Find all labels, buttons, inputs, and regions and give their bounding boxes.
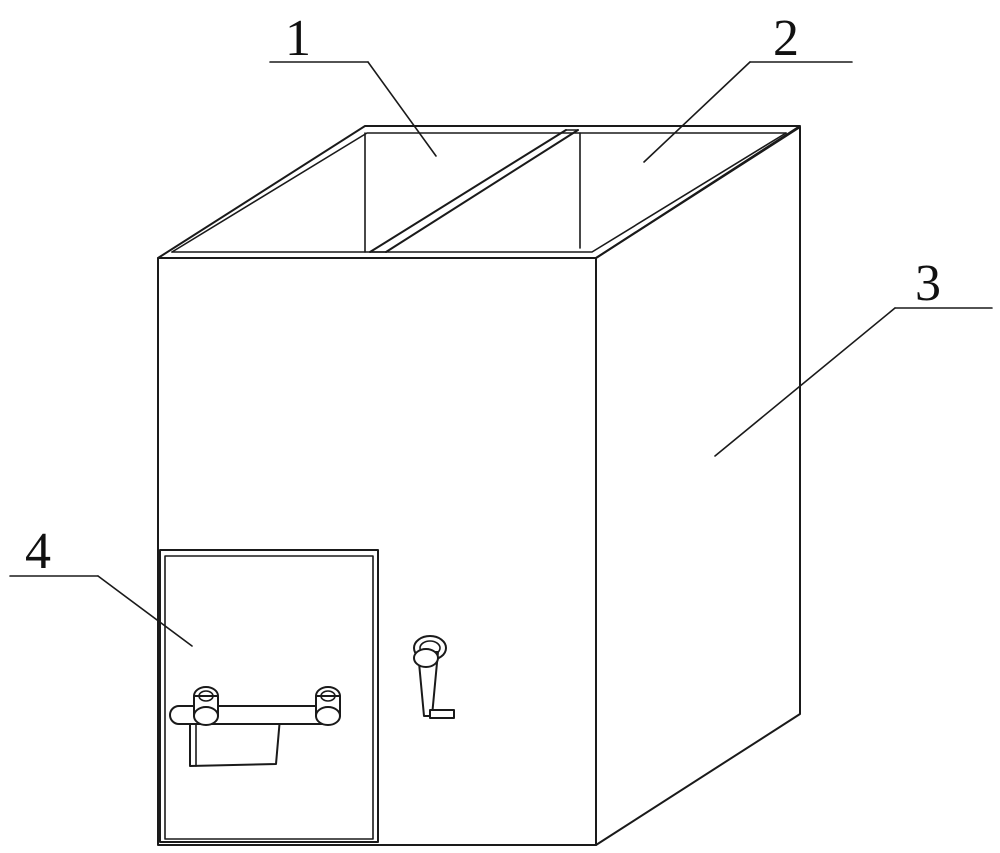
divider-edge-left [369, 129, 567, 253]
callout-labels: 1 2 3 4 [25, 10, 941, 580]
leader-4-pointer [97, 575, 193, 647]
drawer-handle [169, 686, 341, 767]
top-rim-inner-back [171, 132, 787, 253]
handle-post-left-base [193, 706, 219, 726]
crank-grip [429, 709, 455, 719]
callout-2: 2 [773, 10, 799, 67]
leader-2-pointer [643, 61, 751, 163]
handle-post-right-base [315, 706, 341, 726]
crank-handle [413, 635, 455, 719]
leader-1-pointer [367, 61, 437, 157]
drawer-panel [164, 555, 374, 840]
callout-4: 4 [25, 523, 51, 580]
callout-1: 1 [285, 10, 311, 67]
leader-3-pointer [714, 307, 896, 457]
handle-post-left-ring [198, 690, 214, 702]
divider-edge-right [385, 129, 579, 253]
callout-3: 3 [915, 255, 941, 312]
handle-post-right-ring [320, 690, 336, 702]
drawer [159, 549, 379, 843]
drawer-frame [159, 549, 379, 843]
leader-lines [9, 61, 993, 647]
top-rim-outer [157, 125, 801, 259]
right-side-face [595, 126, 801, 846]
top-rim-inner-front [171, 132, 787, 253]
crank-knob [413, 648, 439, 668]
